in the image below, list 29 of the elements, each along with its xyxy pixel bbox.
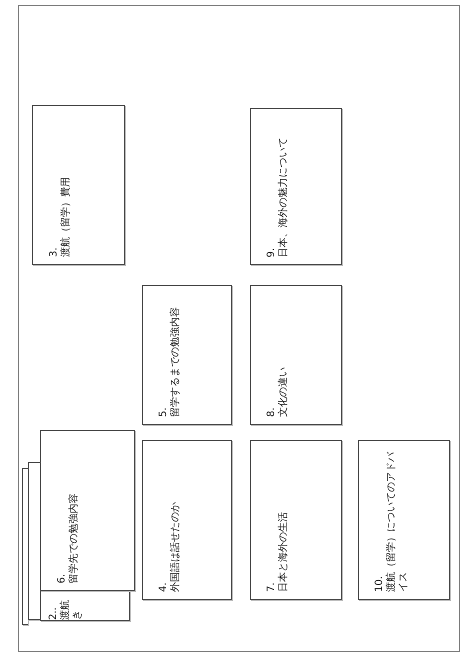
topic-title: 留学先での勉強内容 xyxy=(68,493,80,583)
topic-number: 5. xyxy=(158,407,170,417)
topic-number: 8. xyxy=(266,407,278,417)
topic-card xyxy=(142,440,232,600)
topic-title: 渡航（留学）についてのアドバイス xyxy=(386,450,410,592)
stacked-card xyxy=(22,468,28,625)
topic-number: 3. xyxy=(48,247,60,257)
stacked-card xyxy=(28,462,40,620)
topic-number: 10. xyxy=(374,576,386,592)
topic-number: 6. xyxy=(56,573,68,583)
topic-number: 7. xyxy=(266,582,278,592)
topic-title: 日本と海外の生活 xyxy=(278,512,290,592)
topic-card xyxy=(250,440,342,600)
topic-title: 渡航（留学）費用 xyxy=(60,177,72,257)
topic-title: 外国語は話せたのか xyxy=(170,502,182,592)
topic-card xyxy=(358,440,450,600)
topic-card xyxy=(142,285,232,425)
topic-title: 留学するまでの勉強内容 xyxy=(170,307,182,417)
topic-card xyxy=(250,108,342,265)
topic-card xyxy=(40,430,135,591)
topic-title: 文化の違い xyxy=(278,367,290,417)
topic-card xyxy=(40,591,130,621)
topic-number: 2.. xyxy=(48,606,60,620)
topic-number: 9. xyxy=(266,247,278,257)
topic-title: 日本、海外の魅力について xyxy=(278,137,290,257)
topic-title: 渡航き xyxy=(60,598,84,620)
topic-number: 4. xyxy=(158,582,170,592)
topic-card xyxy=(32,105,125,265)
topic-card xyxy=(250,285,342,425)
